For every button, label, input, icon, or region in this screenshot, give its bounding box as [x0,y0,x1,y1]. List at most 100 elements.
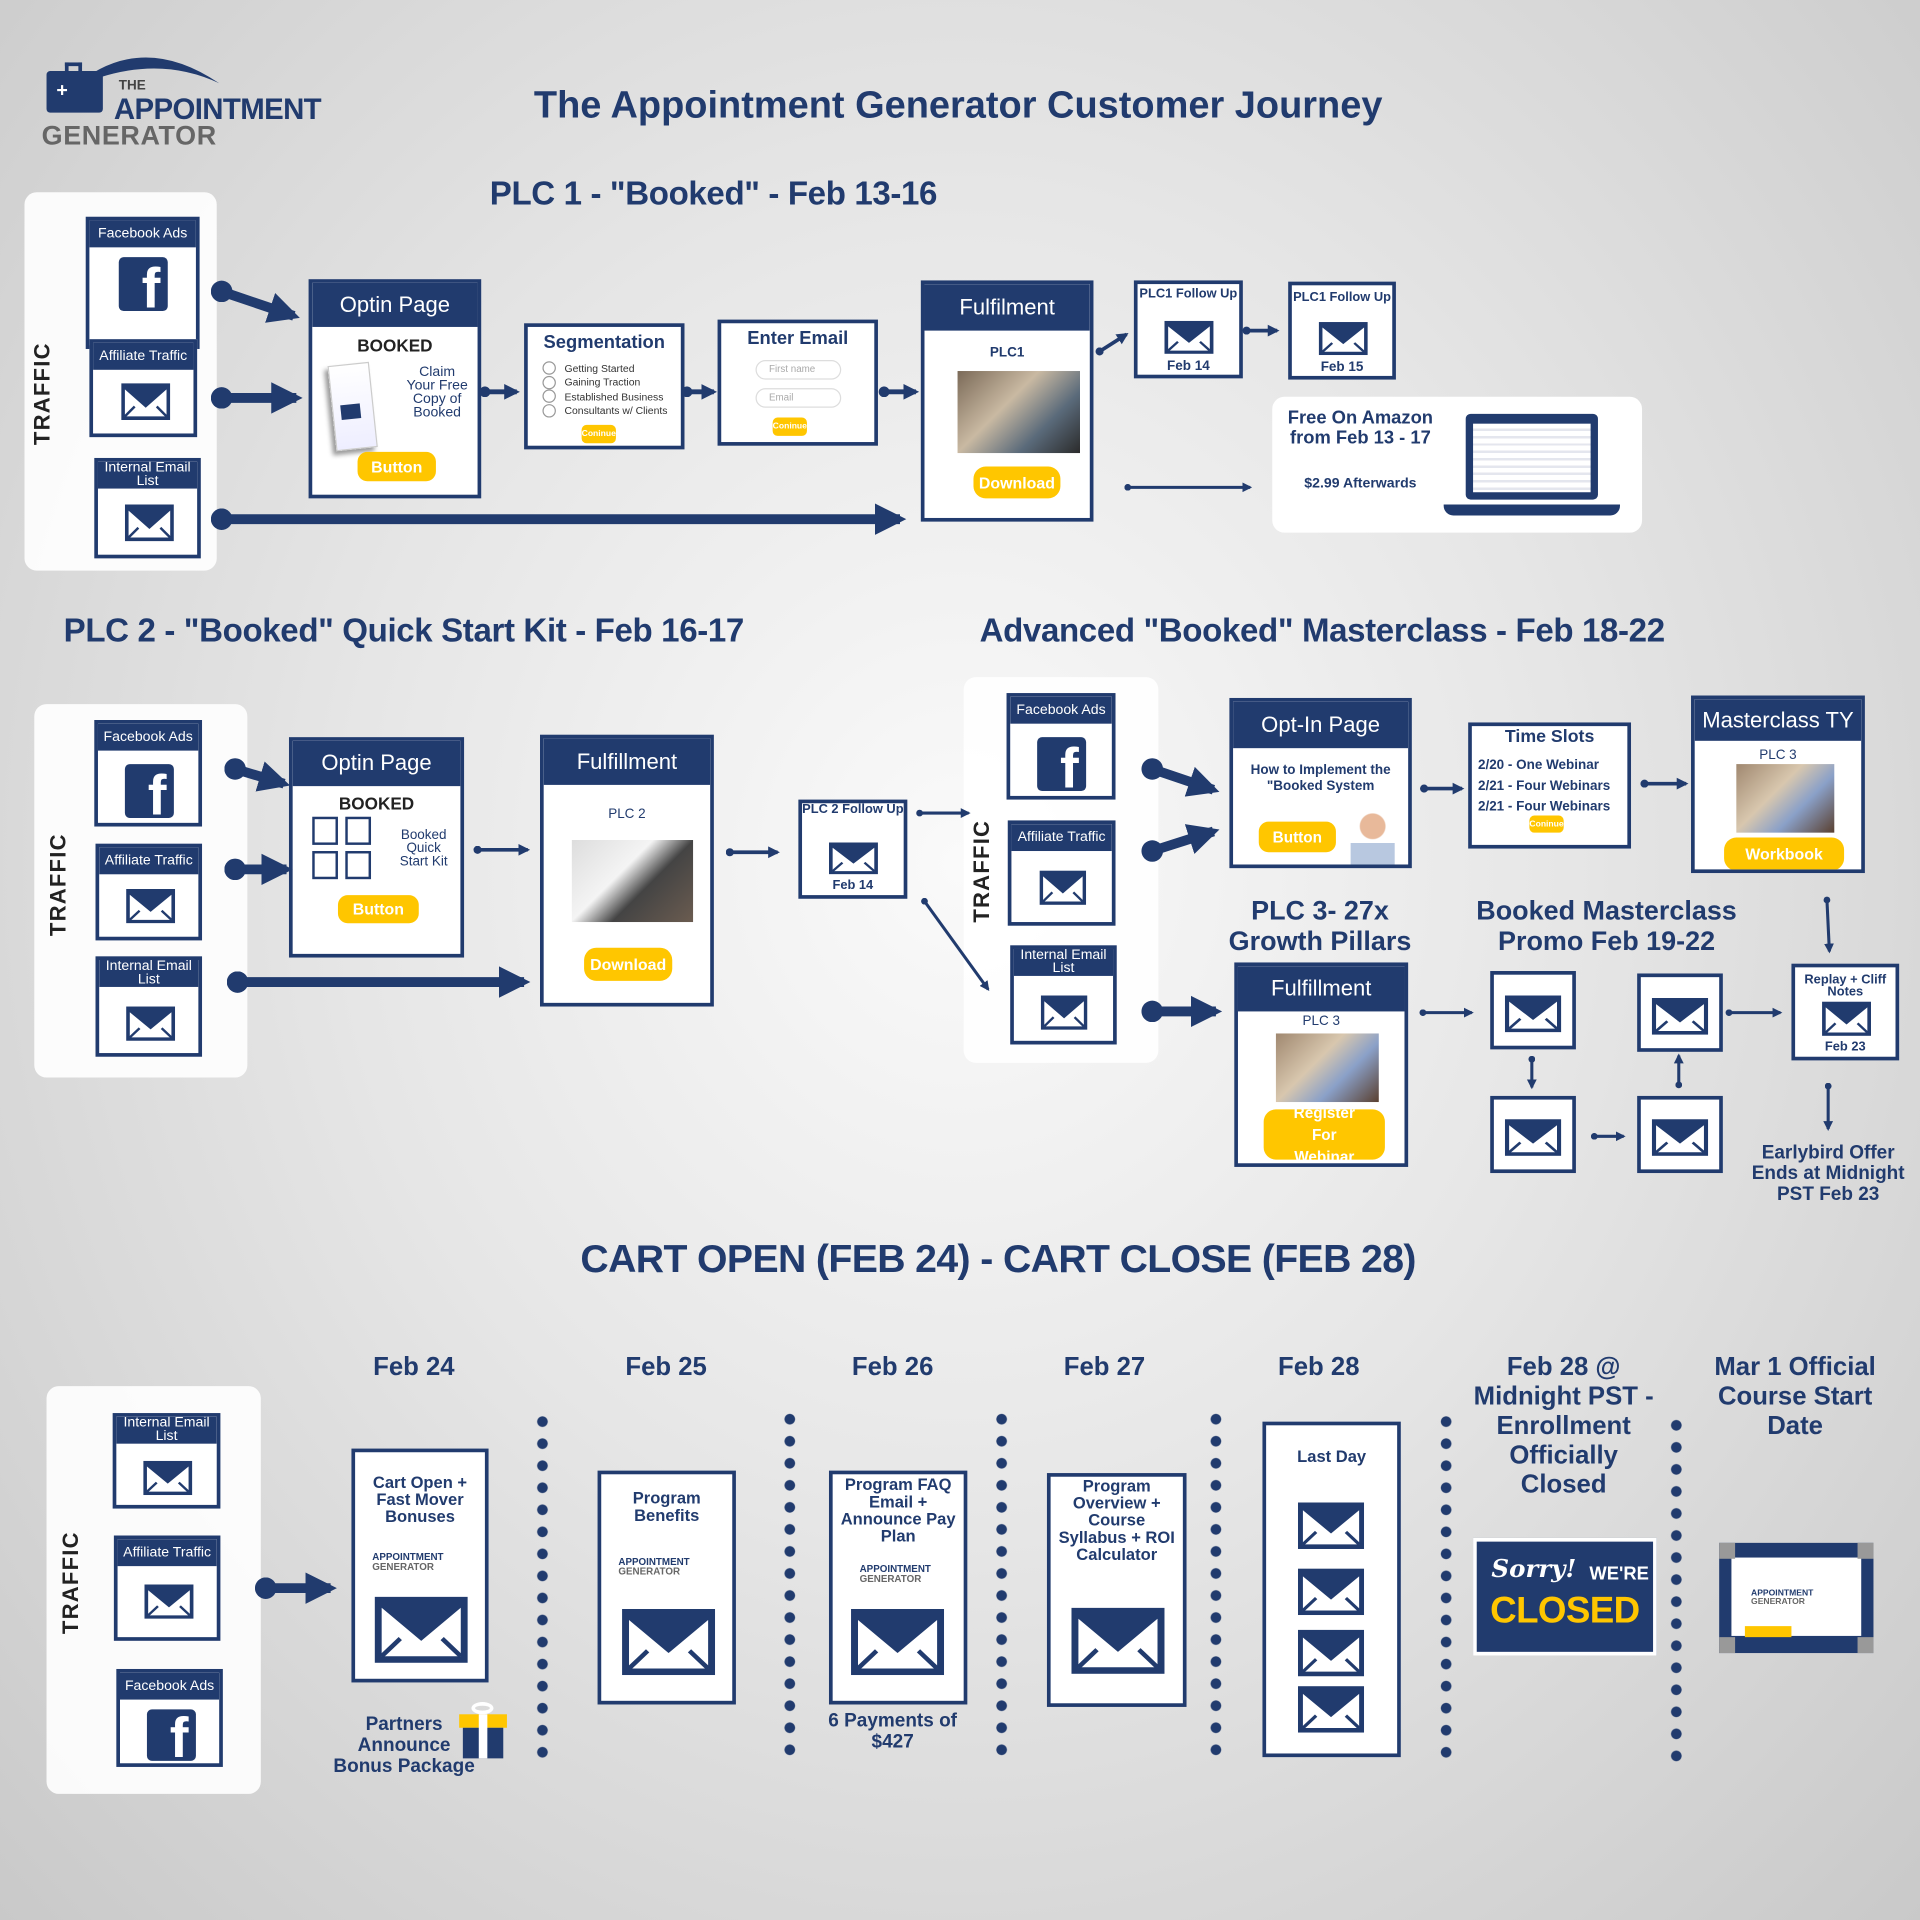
optin-button[interactable]: Button [1258,821,1336,853]
source-header: Internal Email List [97,461,198,489]
cart-title: CART OPEN (FEB 24) - CART CLOSE (FEB 28) [580,1236,1416,1281]
dotted-divider [995,1408,1008,1764]
plc1-internal-email-card[interactable]: Internal Email List [94,457,201,559]
masterclass-ty-page[interactable]: Masterclass TY PLC 3 Workbook [1691,695,1865,874]
envelope-icon [1651,997,1709,1035]
email-subject: Program FAQ Email + Announce Pay Plan [840,1475,956,1546]
optin-button[interactable]: Button [357,451,436,482]
logo-the: THE [118,78,146,94]
video-thumbnail[interactable] [957,371,1081,454]
plc1-segmentation[interactable]: Segmentation Getting Started Gaining Tra… [524,323,685,450]
envelope-icon [622,1608,716,1676]
cart-email-feb27: Program Overview + Course Syllabus + ROI… [1046,1473,1187,1707]
plc1-follow-up-1: PLC1 Follow Up Feb 14 [1133,280,1243,379]
replay-date: Feb 23 [1824,1039,1866,1055]
plc2-follow-up: PLC 2 Follow Up Feb 14 [798,799,908,899]
plc2-facebook-ads-card[interactable]: Facebook Ads [94,720,203,827]
cart-internal-email-card[interactable]: Internal Email List [112,1413,221,1509]
flow-arrow [1823,896,1834,954]
download-button[interactable]: Download [973,466,1061,499]
masterclass-internal-email-card[interactable]: Internal Email List [1010,945,1117,1045]
envelope-icon [1071,1607,1165,1674]
video-thumbnail[interactable] [1275,1033,1379,1103]
time-slot-option[interactable]: 2/21 - Four Webinars [1477,778,1611,794]
continue-button[interactable]: Coninue [1529,815,1564,833]
email-subject: Program Overview + Course Syllabus + ROI… [1058,1476,1175,1564]
date-label: Feb 26 [851,1353,934,1382]
time-slots-title: Time Slots [1504,727,1595,747]
logo-arc-icon [72,57,220,89]
radio-option[interactable]: Getting Started [542,361,667,376]
plc2-internal-email-card[interactable]: Internal Email List [95,956,203,1057]
envelope-icon [1040,995,1088,1030]
briefcase-icon: + [46,62,103,113]
plc1-fulfilment[interactable]: Fulfilment PLC1 Download [920,280,1094,522]
promo-email-4 [1637,1095,1723,1174]
masterclass-title: Advanced "Booked" Masterclass - Feb 18-2… [979,612,1665,649]
promo-heading: Booked Masterclass Promo Feb 19-22 [1476,895,1737,957]
facebook-icon [1037,735,1087,796]
card-header: Opt-In Page [1233,701,1409,749]
envelope-icon [828,842,878,875]
radio-option[interactable]: Gaining Traction [542,375,667,390]
plc2-affiliate-traffic-card[interactable]: Affiliate Traffic [95,843,203,941]
earlybird-text: Earlybird Offer Ends at Midnight PST Feb… [1751,1142,1905,1205]
envelope-icon [1039,870,1087,905]
payments-note: 6 Payments of $427 [828,1710,957,1753]
time-slot-option[interactable]: 2/21 - Four Webinars [1477,799,1611,815]
envelope-icon [1504,995,1562,1033]
plc1-optin-page[interactable]: Optin Page BOOKED Claim Your Free Copy o… [308,279,482,499]
cart-email-feb28: Last Day [1262,1421,1401,1758]
optin-button[interactable]: Button [337,895,419,924]
plc1-enter-email[interactable]: Enter Email First name Email Coninue [717,319,878,446]
claim-text: Claim Your Free Copy of Booked [406,364,468,421]
optin-text: How to Implement the "Booked System [1250,762,1391,794]
masterclass-optin-page[interactable]: Opt-In Page How to Implement the "Booked… [1229,697,1412,869]
continue-button[interactable]: Coninue [581,424,616,444]
plc1-facebook-ads-card[interactable]: Facebook Ads [85,216,200,349]
first-name-input[interactable]: First name [755,360,842,380]
replay-email: Replay + Cliff Notes Feb 23 [1791,963,1900,1061]
follow-up-title: PLC1 Follow Up [1293,290,1391,305]
plc1-affiliate-traffic-card[interactable]: Affiliate Traffic [89,339,198,438]
envelope-icon [374,1596,468,1663]
masterclass-facebook-ads-card[interactable]: Facebook Ads [1006,693,1116,800]
email-input[interactable]: Email [755,388,842,408]
follow-up-title: PLC1 Follow Up [1139,286,1238,302]
plc-label: PLC1 [989,345,1025,361]
radio-option[interactable]: Consultants w/ Clients [542,403,667,418]
dotted-divider [783,1408,796,1764]
plc1-traffic-label: TRAFFIC [30,342,55,446]
continue-button[interactable]: Coninue [772,417,807,436]
time-slot-option[interactable]: 2/20 - One Webinar [1477,757,1599,773]
register-webinar-button[interactable]: Register For Webinar [1263,1104,1385,1163]
plc1-follow-up-2: PLC1 Follow Up Feb 15 [1288,281,1396,380]
card-header: Fulfilment [924,284,1090,331]
envelope-icon [1504,1119,1562,1156]
masterclass-time-slots[interactable]: Time Slots 2/20 - One Webinar 2/21 - Fou… [1468,722,1632,849]
dotted-divider [1440,1410,1453,1766]
promo-email-3 [1490,1095,1576,1174]
cart-affiliate-traffic-card[interactable]: Affiliate Traffic [113,1535,221,1641]
video-thumbnail[interactable] [1736,764,1835,833]
workbook-button[interactable]: Workbook [1724,837,1845,870]
video-thumbnail[interactable] [571,840,694,923]
source-header: Facebook Ads [1010,696,1112,724]
masterclass-traffic-label: TRAFFIC [969,819,994,923]
radio-option[interactable]: Established Business [542,389,667,404]
masterclass-affiliate-traffic-card[interactable]: Affiliate Traffic [1007,820,1116,926]
source-header: Internal Email List [116,1416,217,1444]
flow-arrow [1095,332,1129,356]
plc2-fulfillment[interactable]: Fulfillment PLC 2 Download [540,734,714,1007]
masterclass-fulfillment[interactable]: Fulfillment PLC 3 Register For Webinar [1234,962,1409,1167]
closed-sign: Sorry! WE'RE CLOSED [1473,1537,1657,1656]
cart-facebook-ads-card[interactable]: Facebook Ads [116,1668,223,1767]
follow-up-title: PLC 2 Follow Up [802,802,904,817]
download-button[interactable]: Download [584,947,673,981]
source-header: Affiliate Traffic [117,1539,217,1567]
plc2-optin-page[interactable]: Optin Page BOOKED Booked Quick Start Kit… [288,737,465,958]
dotted-divider [1209,1408,1223,1764]
laptop-icon [1465,413,1598,500]
logo: + THE APPOINTMENT GENERATOR [42,42,348,152]
